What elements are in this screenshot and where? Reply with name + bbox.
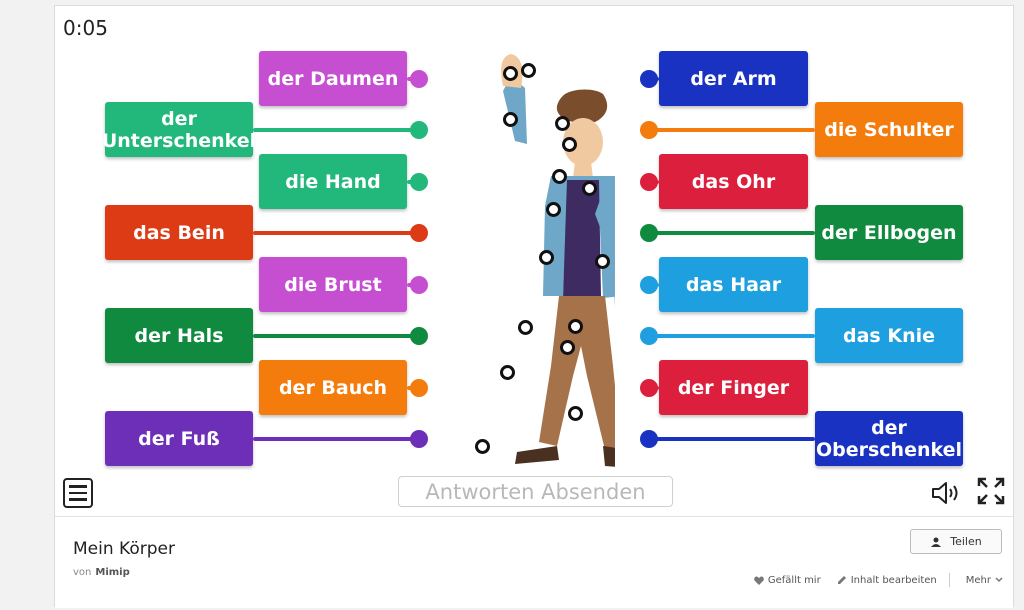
- label-das-bein[interactable]: das Bein: [105, 205, 253, 260]
- person-icon: [931, 537, 942, 547]
- drag-handle[interactable]: [640, 120, 658, 139]
- left-shoe: [515, 446, 559, 464]
- drag-handle[interactable]: [410, 69, 428, 88]
- divider: [948, 573, 950, 587]
- head: [563, 118, 603, 166]
- connector-line: [649, 333, 815, 338]
- drop-target[interactable]: [581, 180, 597, 196]
- connector-line: [253, 436, 419, 441]
- like-label: Gefällt mir: [767, 574, 821, 586]
- edit-content-button[interactable]: Inhalt bearbeiten: [837, 575, 937, 586]
- menu-button[interactable]: [63, 478, 93, 508]
- timer: 0:05: [63, 16, 108, 40]
- label-der-daumen[interactable]: der Daumen: [259, 51, 407, 106]
- drop-target[interactable]: [502, 111, 518, 127]
- heart-icon: [754, 575, 764, 585]
- drag-handle[interactable]: [410, 429, 428, 448]
- connector-line: [253, 333, 419, 338]
- drag-handle[interactable]: [410, 326, 428, 345]
- label-der-ellbogen[interactable]: der Ellbogen: [815, 205, 963, 260]
- drag-handle[interactable]: [640, 69, 658, 88]
- neck: [573, 162, 593, 178]
- drop-target[interactable]: [517, 319, 533, 335]
- activity-card: 0:05: [54, 5, 1014, 608]
- drop-target[interactable]: [594, 253, 610, 269]
- drag-handle[interactable]: [410, 120, 428, 139]
- drag-handle[interactable]: [410, 275, 428, 294]
- drop-target[interactable]: [567, 318, 583, 334]
- drag-handle[interactable]: [640, 275, 658, 294]
- like-button[interactable]: Gefällt mir: [754, 575, 821, 586]
- drag-handle[interactable]: [640, 326, 658, 345]
- connector-line: [649, 436, 815, 441]
- drag-handle[interactable]: [640, 378, 658, 397]
- more-label: Mehr: [965, 574, 991, 586]
- drop-target[interactable]: [554, 115, 570, 131]
- more-button[interactable]: Mehr: [966, 575, 1003, 586]
- label-der-arm[interactable]: der Arm: [659, 51, 808, 106]
- share-label: Teilen: [950, 535, 982, 548]
- drag-handle[interactable]: [640, 172, 658, 191]
- actions-bar: Gefällt mir Inhalt bearbeiten Mehr: [738, 573, 1003, 587]
- drop-target[interactable]: [538, 249, 554, 265]
- label-der-bauch[interactable]: der Bauch: [259, 360, 407, 415]
- connector-line: [253, 230, 419, 235]
- hair: [556, 89, 608, 124]
- label-der-oberschenkel[interactable]: der Oberschenkel: [815, 411, 963, 466]
- drag-handle[interactable]: [640, 429, 658, 448]
- exercise-stage: 0:05: [55, 6, 1013, 516]
- trousers: [539, 296, 615, 450]
- pencil-icon: [837, 576, 846, 584]
- drop-target[interactable]: [545, 201, 561, 217]
- edit-label: Inhalt bearbeiten: [850, 574, 937, 586]
- drag-handle[interactable]: [640, 223, 658, 242]
- connector-line: [253, 127, 419, 132]
- drag-handle[interactable]: [410, 223, 428, 242]
- drop-target[interactable]: [474, 438, 490, 454]
- drop-target[interactable]: [502, 65, 518, 81]
- connector-line: [649, 127, 815, 132]
- drop-target[interactable]: [561, 136, 577, 152]
- label-der-unterschenkel[interactable]: der Unterschenkel: [102, 102, 256, 157]
- share-button[interactable]: Teilen: [910, 529, 1002, 554]
- drag-handle[interactable]: [410, 172, 428, 191]
- by-label: von: [73, 567, 92, 578]
- label-das-ohr[interactable]: das Ohr: [659, 154, 808, 209]
- fullscreen-icon[interactable]: [976, 476, 1006, 506]
- drop-target[interactable]: [520, 62, 536, 78]
- jacket: [543, 176, 615, 298]
- drop-target[interactable]: [499, 364, 515, 380]
- label-das-haar[interactable]: das Haar: [659, 257, 808, 312]
- label-der-fuß[interactable]: der Fuß: [105, 411, 253, 466]
- right-shoe: [603, 446, 615, 467]
- label-das-knie[interactable]: das Knie: [815, 308, 963, 363]
- raised-arm: [503, 76, 527, 144]
- submit-answers-button[interactable]: Antworten Absenden: [398, 476, 673, 507]
- drop-target[interactable]: [567, 405, 583, 421]
- label-die-schulter[interactable]: die Schulter: [815, 102, 963, 157]
- connector-line: [649, 230, 815, 235]
- label-die-hand[interactable]: die Hand: [259, 154, 407, 209]
- shirt: [563, 180, 601, 298]
- chevron-down-icon: [995, 577, 1003, 583]
- speaker-icon[interactable]: [931, 480, 961, 506]
- drag-handle[interactable]: [410, 378, 428, 397]
- person-illustration: [501, 54, 615, 467]
- label-die-brust[interactable]: die Brust: [259, 257, 407, 312]
- author-name[interactable]: Mimip: [95, 567, 130, 578]
- drop-target[interactable]: [551, 168, 567, 184]
- hanging-arm: [595, 186, 615, 308]
- label-der-hals[interactable]: der Hals: [105, 308, 253, 363]
- activity-title: Mein Körper: [73, 539, 175, 559]
- label-der-finger[interactable]: der Finger: [659, 360, 808, 415]
- drop-target[interactable]: [559, 339, 575, 355]
